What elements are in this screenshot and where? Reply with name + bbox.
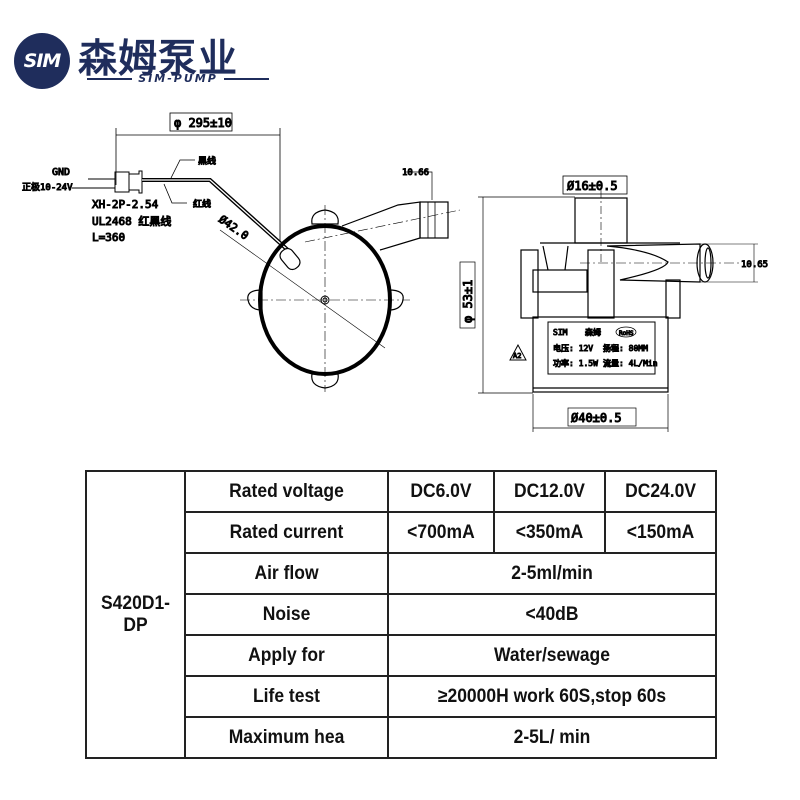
- value-cell: 2-5ml/min: [400, 552, 704, 595]
- table-row: Maximum hea 2-5L/ min: [86, 716, 716, 759]
- base-dim-label: Ø40±0.5: [571, 411, 622, 425]
- value-cell: <350mA: [497, 511, 602, 554]
- pump-technical-drawing: φ 295±10 黑线 红线 GND 正极10-24V XH-2P-2.54 U…: [22, 112, 769, 432]
- value-cell: <700mA: [391, 511, 491, 554]
- nameplate-head: 扬程: 80MM: [603, 343, 648, 353]
- connector-label: XH-2P-2.54: [92, 198, 159, 211]
- positive-label: 正极10-24V: [22, 181, 73, 193]
- table-row: Apply for Water/sewage: [86, 634, 716, 677]
- param-cell: Life test: [192, 675, 381, 718]
- param-cell: Air flow: [192, 552, 381, 595]
- nameplate-brand: SIM: [553, 328, 568, 337]
- cable-len-label: L=360: [92, 231, 125, 244]
- cable-length-label: φ 295±10: [174, 116, 232, 130]
- value-cell: <40dB: [400, 593, 704, 636]
- outlet-dim-left-label: 10.66: [402, 168, 429, 178]
- table-row: Air flow 2-5ml/min: [86, 552, 716, 595]
- warning-mark: A2: [513, 352, 521, 360]
- cable-length-dimension: [115, 112, 281, 245]
- param-cell: Rated current: [192, 511, 381, 554]
- spec-table: S420D1-DP Rated voltage DC6.0V DC12.0V D…: [85, 470, 717, 759]
- nameplate: SIM 森姆 RoHS 电压: 12V 扬程: 80MM 功率: 1.5W 流量…: [553, 327, 659, 369]
- cable-spec-label: UL2468 红黑线: [92, 214, 171, 228]
- table-row: Noise <40dB: [86, 593, 716, 636]
- value-cell: 2-5L/ min: [400, 716, 704, 759]
- pump-top-view: [219, 171, 461, 392]
- table-row: Rated current <700mA <350mA <150mA: [86, 511, 716, 554]
- value-cell: <150mA: [608, 511, 713, 554]
- param-cell: Maximum hea: [192, 716, 381, 759]
- param-cell: Apply for: [192, 634, 381, 677]
- param-cell: Rated voltage: [192, 470, 381, 513]
- table-row: Life test ≥20000H work 60S,stop 60s: [86, 675, 716, 718]
- nameplate-flow: 流量: 4L/Min: [603, 358, 658, 368]
- pump-side-view: [459, 175, 758, 432]
- nameplate-voltage: 电压: 12V: [553, 343, 593, 353]
- nameplate-brand-cn: 森姆: [585, 327, 601, 337]
- value-cell: Water/sewage: [400, 634, 704, 677]
- model-cell: S420D1-DP: [89, 470, 182, 759]
- body-diameter-label: Ø42.0: [216, 213, 251, 243]
- value-cell: DC12.0V: [497, 470, 602, 513]
- value-cell: DC6.0V: [391, 470, 491, 513]
- value-cell: DC24.0V: [608, 470, 713, 513]
- inlet-dim-label: Ø16±0.5: [567, 179, 618, 193]
- height-dim-label: φ 53±1: [461, 280, 475, 323]
- red-wire-label: 红线: [193, 198, 211, 210]
- param-cell: Noise: [192, 593, 381, 636]
- gnd-label: GND: [52, 167, 70, 178]
- black-wire-label: 黑线: [198, 155, 216, 167]
- nameplate-power: 功率: 1.5W: [553, 358, 598, 368]
- connector: [72, 170, 143, 194]
- company-logo: SIM 森姆泵业 SIM-PUMP: [10, 28, 280, 90]
- value-cell: ≥20000H work 60S,stop 60s: [400, 675, 704, 718]
- rohs-mark: RoHS: [619, 330, 634, 337]
- logo-company-en: SIM-PUMP: [78, 72, 278, 85]
- table-row: S420D1-DP Rated voltage DC6.0V DC12.0V D…: [86, 470, 716, 759]
- logo-mark: SIM: [14, 33, 70, 89]
- outlet-dim-right-label: 10.65: [741, 260, 768, 270]
